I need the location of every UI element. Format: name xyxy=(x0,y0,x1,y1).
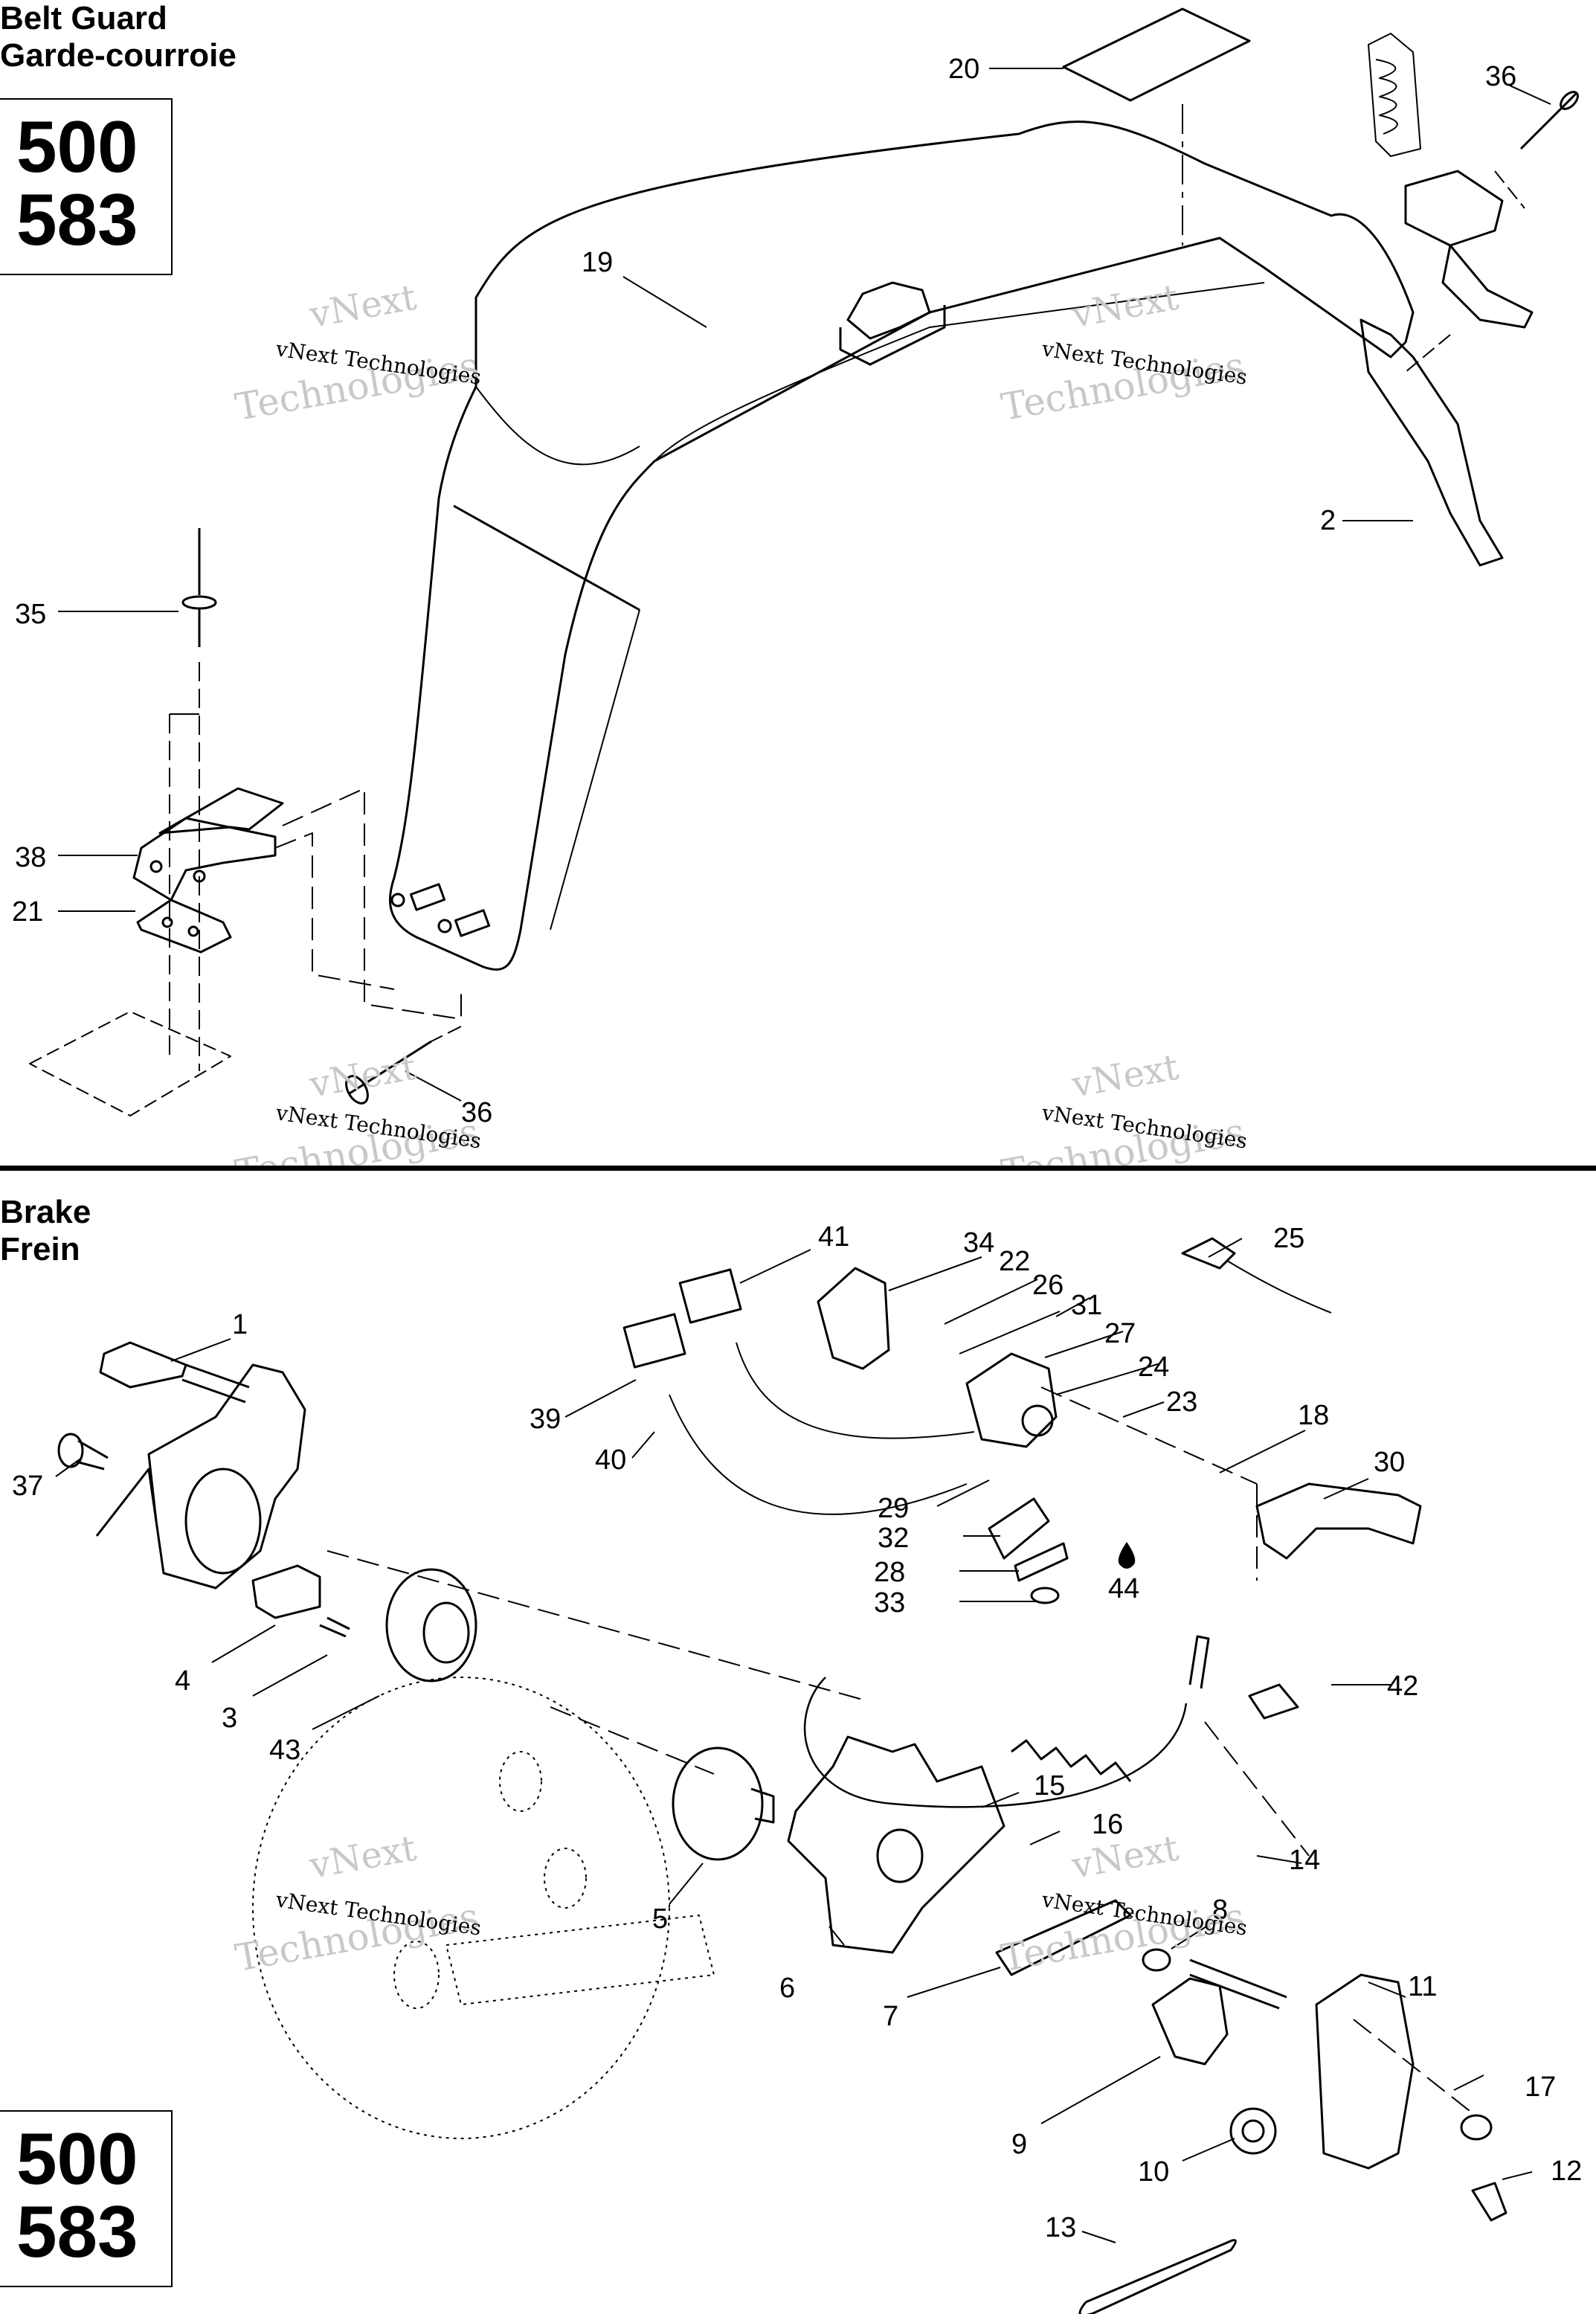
callout-44: 44 xyxy=(1108,1573,1139,1604)
callout-10: 10 xyxy=(1138,2156,1169,2188)
callout-32: 32 xyxy=(878,1523,909,1554)
callout-11: 11 xyxy=(1408,1971,1437,2002)
callout-9: 9 xyxy=(1011,2129,1027,2160)
label-sticker-part xyxy=(1062,7,1251,102)
section-divider xyxy=(0,1166,1596,1171)
callout-22: 22 xyxy=(999,1246,1030,1277)
callout-29: 29 xyxy=(878,1493,909,1524)
model-number: 500 xyxy=(16,2118,138,2199)
model-number: 583 xyxy=(16,2191,138,2272)
model-number-box: 500 583 xyxy=(0,2110,173,2287)
svg-text:vNext: vNext xyxy=(1068,1047,1181,1106)
title-french: Frein xyxy=(0,1231,80,1267)
watermark-top-left: vNext Technologies vNext Technologies xyxy=(232,277,483,429)
callout-4: 4 xyxy=(175,1665,190,1697)
svg-text:vNext: vNext xyxy=(306,277,419,336)
oil-drop-icon xyxy=(1118,1542,1136,1569)
callout-25: 25 xyxy=(1273,1223,1304,1254)
watermark-bottom-left: vNext Technologies vNext Technologies xyxy=(232,1828,483,1980)
callout-33: 33 xyxy=(874,1587,905,1619)
svg-text:vNext: vNext xyxy=(1068,1828,1181,1887)
brake-section: 41 34 22 26 25 31 27 24 23 1 39 18 37 40… xyxy=(0,1172,1596,2314)
callout-21: 21 xyxy=(12,896,43,928)
watermark-mid-right: vNext Technologies vNext Technologies xyxy=(998,1047,1249,1168)
callout-31: 31 xyxy=(1071,1290,1102,1321)
watermark-top-right: vNext Technologies vNext Technologies xyxy=(998,277,1249,429)
callout-1: 1 xyxy=(232,1309,248,1340)
title-english: Brake xyxy=(0,1194,91,1230)
section-title: Belt Guard Garde-courroie xyxy=(0,0,236,74)
callout-12: 12 xyxy=(1551,2156,1582,2187)
title-french: Garde-courroie xyxy=(0,37,236,74)
belt-guard-body-part xyxy=(389,120,1415,971)
belt-guard-section: 20 36 19 2 35 38 21 36 vNext Technologie… xyxy=(0,0,1579,1168)
watermark-bottom-right: vNext Technologies vNext Technologies xyxy=(998,1828,1249,1980)
model-number: 583 xyxy=(16,179,138,260)
callout-23: 23 xyxy=(1166,1386,1197,1418)
callout-15: 15 xyxy=(1034,1770,1065,1802)
callout-39: 39 xyxy=(530,1404,561,1435)
callout-38: 38 xyxy=(15,842,46,873)
callout-35: 35 xyxy=(15,599,46,630)
model-number: 500 xyxy=(16,106,138,187)
callout-20: 20 xyxy=(948,54,979,85)
title-english: Belt Guard xyxy=(0,0,167,36)
callout-18: 18 xyxy=(1298,1400,1329,1431)
callout-3: 3 xyxy=(222,1703,237,1734)
callout-19: 19 xyxy=(582,247,613,278)
svg-text:vNext: vNext xyxy=(306,1828,419,1887)
callout-27: 27 xyxy=(1104,1318,1136,1349)
callout-36-bottom: 36 xyxy=(461,1097,492,1128)
model-number-box: 500 583 xyxy=(0,98,173,275)
callout-16: 16 xyxy=(1092,1809,1123,1840)
callout-37: 37 xyxy=(12,1471,43,1502)
belt-guard-diagram: 20 36 19 2 35 38 21 36 vNext Technologie… xyxy=(12,7,1579,1168)
callout-24: 24 xyxy=(1138,1352,1169,1383)
callout-30: 30 xyxy=(1374,1447,1405,1478)
callout-7: 7 xyxy=(883,2001,898,2032)
callout-5: 5 xyxy=(652,1903,668,1935)
callout-42: 42 xyxy=(1387,1671,1418,1702)
section-title: Brake Frein xyxy=(0,1194,91,1268)
callout-40: 40 xyxy=(595,1444,626,1476)
callout-13: 13 xyxy=(1045,2212,1076,2243)
callout-41: 41 xyxy=(818,1221,849,1253)
brake-diagram: 41 34 22 26 25 31 27 24 23 1 39 18 37 40… xyxy=(12,1221,1582,2314)
callout-43: 43 xyxy=(269,1735,300,1766)
svg-text:vNext: vNext xyxy=(306,1047,419,1106)
callout-14: 14 xyxy=(1289,1845,1320,1876)
callout-26: 26 xyxy=(1032,1270,1064,1301)
callout-17: 17 xyxy=(1525,2072,1556,2103)
svg-text:vNext: vNext xyxy=(1068,277,1181,336)
callout-36-top: 36 xyxy=(1485,61,1516,92)
callout-6: 6 xyxy=(779,1973,795,2004)
callout-34: 34 xyxy=(963,1227,994,1259)
callout-2: 2 xyxy=(1320,505,1336,536)
callout-28: 28 xyxy=(874,1557,905,1588)
watermark-mid-left: vNext Technologies vNext Technologies xyxy=(232,1047,483,1168)
callout-8: 8 xyxy=(1212,1894,1228,1926)
